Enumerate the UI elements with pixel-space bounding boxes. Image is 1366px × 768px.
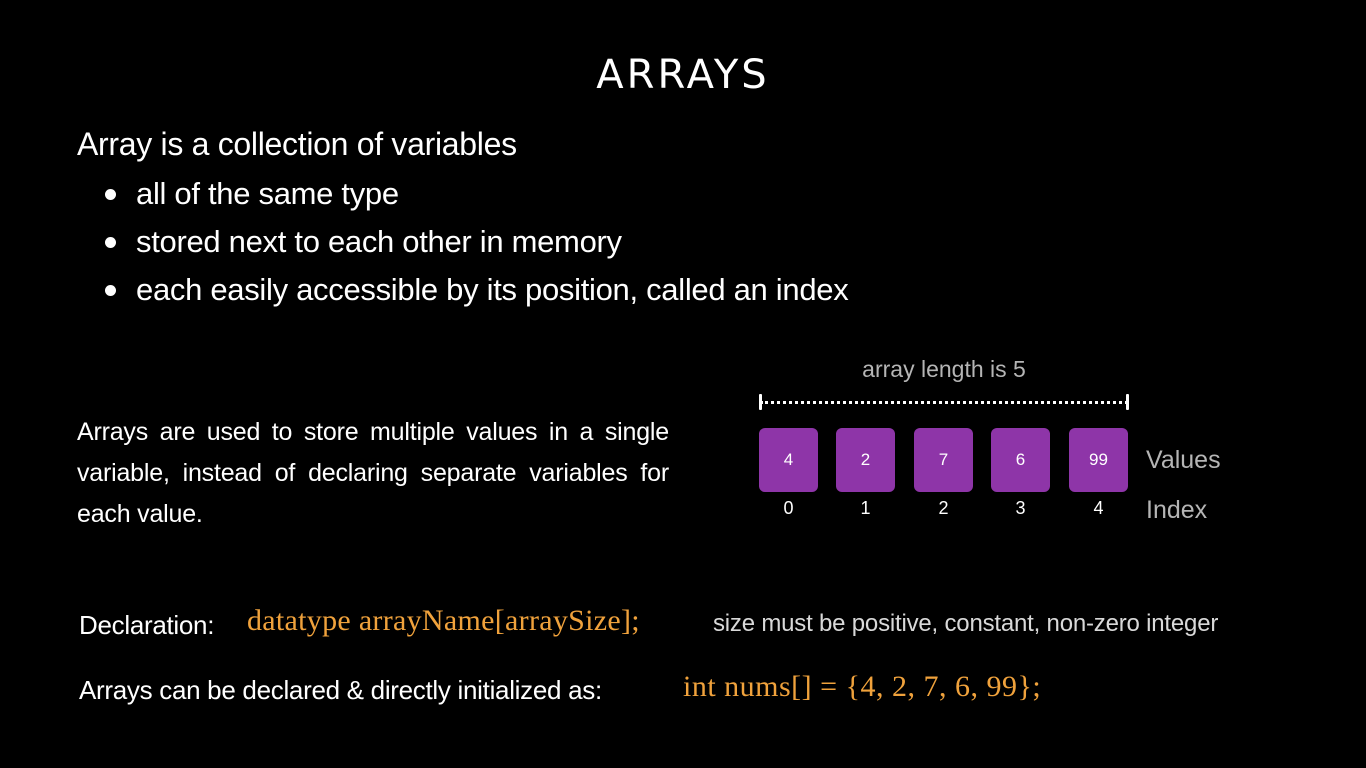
bullet-dot-icon [105,285,116,296]
description-paragraph: Arrays are used to store multiple values… [77,418,669,528]
bullet-dot-icon [105,189,116,200]
array-index: 1 [860,498,871,518]
bullet-text: stored next to each other in memory [136,224,622,259]
bullet-text: all of the same type [136,176,399,211]
bullet-item: all of the same type [105,174,848,222]
declaration-code: datatype arrayName[arraySize]; [247,604,640,637]
declaration-note: size must be positive, constant, non-zer… [713,610,1219,637]
length-line-start-cap [759,394,762,410]
length-line-end-cap [1126,394,1129,410]
initialization-code: int nums[] = {4, 2, 7, 6, 99}; [683,670,1042,703]
array-index: 2 [938,498,949,518]
array-length-label: array length is 5 [862,356,1026,382]
bullet-item: each easily accessible by its position, … [105,270,849,318]
array-cell: 6 [991,428,1050,492]
initialization-label: Arrays can be declared & directly initia… [79,675,602,705]
bullet-item: stored next to each other in memory [105,222,848,270]
array-index: 4 [1093,498,1104,518]
slide-title: ARRAYS [596,52,770,98]
array-cell: 7 [914,428,973,492]
array-cell: 99 [1069,428,1128,492]
bullet-list: all of the same type stored next to each… [105,174,849,318]
index-row-label: Index [1146,496,1208,524]
array-length-line [760,401,1128,404]
bullet-dot-icon [105,237,116,248]
declaration-label: Declaration: [79,610,215,640]
intro-text: Array is a collection of variables [77,126,517,162]
array-cell: 2 [836,428,895,492]
array-cell: 4 [759,428,818,492]
array-index: 0 [783,498,794,518]
values-row-label: Values [1146,446,1221,474]
bullet-text: each easily accessible by its position, … [136,272,849,307]
array-index: 3 [1015,498,1026,518]
